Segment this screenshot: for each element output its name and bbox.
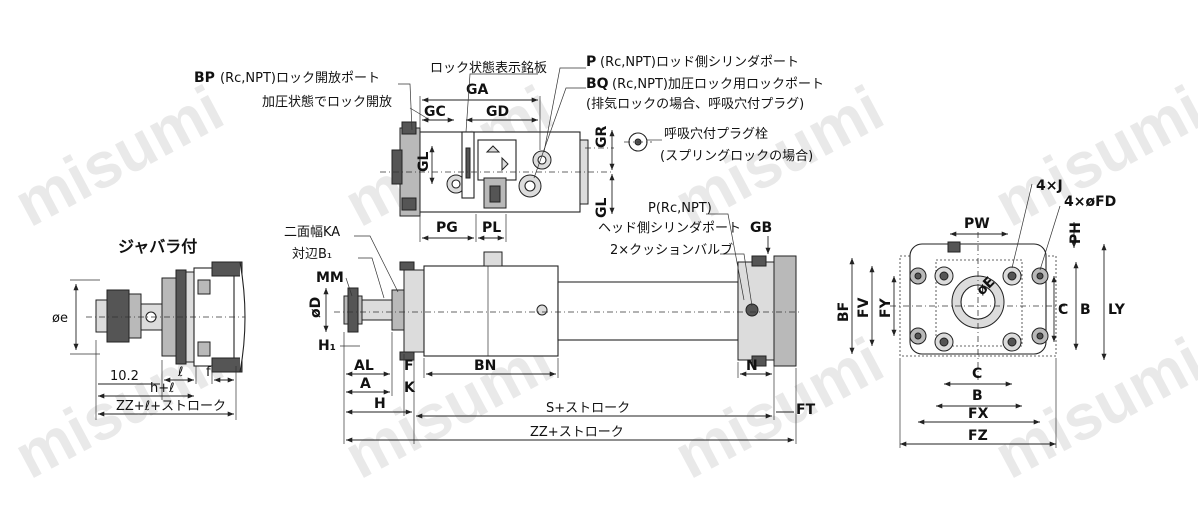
dim-FT: FT (796, 402, 816, 418)
width-across-flats-label: 二面幅KA (284, 225, 340, 240)
dim-e: øe (52, 311, 68, 326)
dim-N: N (746, 358, 758, 374)
dim-B-right: B (1080, 302, 1091, 318)
dim-S-stroke: S+ストローク (546, 401, 630, 416)
dim-FX: FX (968, 406, 989, 422)
dim-A: A (360, 376, 371, 392)
dim-FZ: FZ (968, 428, 988, 444)
dim-GR: GR (594, 126, 610, 148)
dim-C-right: C (1058, 302, 1068, 318)
dim-zz-l: ZZ+ℓ+ストローク (116, 399, 226, 414)
dim-H1: H₁ (318, 338, 336, 354)
bellows-detail: ジャバラ付 øe 10.2 ℓ f h+ℓ (52, 237, 246, 420)
bq-label: BQ (586, 76, 609, 92)
dim-LY: LY (1108, 302, 1126, 318)
note-4FD: 4×øFD (1064, 194, 1116, 210)
dim-GC: GC (424, 104, 446, 120)
breather-label: 呼吸穴付プラグ栓 (664, 127, 768, 142)
end-view-bolts (909, 266, 1049, 352)
watermark: misumi (3, 72, 235, 241)
dim-oD: øD (308, 297, 324, 318)
dim-GD: GD (486, 104, 509, 120)
dim-C-bottom: C (972, 366, 982, 382)
dim-BN: BN (474, 358, 496, 374)
p-text: (Rc,NPT)ロッド側シリンダポート (600, 55, 799, 70)
dim-GL: GL (416, 152, 432, 172)
dim-F: F (404, 358, 414, 374)
dim-PW: PW (964, 216, 990, 232)
dim-GA: GA (466, 82, 488, 98)
dim-K: K (404, 380, 416, 396)
dim-l: ℓ (177, 365, 183, 380)
cushion-valve-label: 2×クッションバルブ (610, 242, 733, 258)
head-port-label: ヘッド側シリンダポート (598, 221, 741, 236)
p-label: P (586, 54, 596, 70)
dim-f: f (206, 365, 211, 380)
dim-AL: AL (354, 358, 374, 374)
head-port-p-label: P(Rc,NPT) (648, 201, 712, 216)
bq-text: (Rc,NPT)加圧ロック用ロックポート (612, 77, 824, 92)
dim-MM: MM (316, 270, 344, 286)
dim-10-2: 10.2 (110, 369, 139, 384)
bp-text: (Rc,NPT)ロック開放ポート (220, 71, 380, 86)
dim-FY: FY (878, 297, 894, 318)
dim-h-l: h+ℓ (150, 381, 175, 396)
bp-label: BP (194, 70, 215, 86)
note-4J: 4×J (1036, 178, 1063, 194)
dim-PG: PG (436, 220, 458, 236)
lock-pressure-text: 加圧状態でロック開放 (262, 94, 392, 110)
breather-note: (スプリングロックの場合) (660, 149, 813, 164)
dim-GB: GB (750, 220, 772, 236)
cylinder-end-view: øE PW 4×J 4×øFD PH BF FV FY C B LY C B F… (836, 178, 1126, 448)
b1-label: 対辺B₁ (292, 247, 332, 262)
dim-H: H (374, 396, 386, 412)
cylinder-side-view: AL A H F K BN N S+ストローク FT ZZ+ストローク øD H… (284, 201, 816, 444)
dim-PH: PH (1068, 222, 1084, 244)
dim-GL2: GL (594, 198, 610, 218)
watermark: misumi (983, 72, 1198, 241)
dim-PL: PL (482, 220, 501, 236)
dim-ZZ-stroke: ZZ+ストローク (530, 425, 624, 440)
dim-FV: FV (856, 297, 872, 318)
lock-unit-view: GA GC GD GL GR GL PG PL BP (Rc,NPT)ロック開放… (194, 54, 824, 242)
bq-note: (排気ロックの場合、呼吸穴付プラグ) (586, 96, 804, 112)
nameplate-label: ロック状態表示銘板 (430, 60, 547, 76)
dim-B-bottom: B (972, 388, 983, 404)
bellows-title: ジャバラ付 (118, 237, 197, 256)
dim-BF: BF (836, 302, 852, 322)
